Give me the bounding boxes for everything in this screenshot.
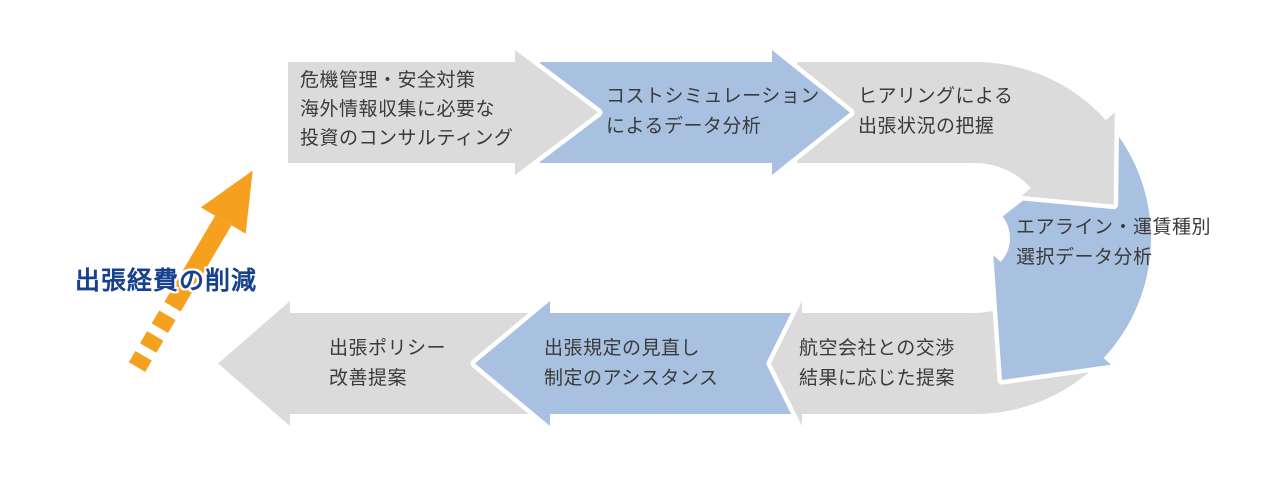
step1-label: 危機管理・安全対策 海外情報収集に必要な 投資のコンサルティング xyxy=(300,66,513,153)
step6-line1: 出張規定の見直し xyxy=(544,338,701,359)
step7-line2: 改善提案 xyxy=(329,368,408,389)
step1-line1: 危機管理・安全対策 xyxy=(300,70,476,91)
step4-label: エアライン・運賃種別 選択データ分析 xyxy=(1016,213,1211,273)
step4-line1: エアライン・運賃種別 xyxy=(1016,217,1212,238)
step3-line1: ヒアリングによる xyxy=(858,86,1014,107)
step5-line1: 航空会社との交渉 xyxy=(799,338,955,359)
step1-line2: 海外情報収集に必要な xyxy=(300,99,496,120)
step3-label: ヒアリングによる 出張状況の把握 xyxy=(858,82,1013,142)
step1-right-arrow xyxy=(283,45,603,180)
result-label: 出張経費の削減 xyxy=(75,267,258,295)
step4-line2: 選択データ分析 xyxy=(1016,247,1153,268)
step2-line1: コストシミュレーション xyxy=(606,86,820,107)
step6-left-arrow xyxy=(470,296,835,431)
step2-label: コストシミュレーション によるデータ分析 xyxy=(606,82,820,142)
step2-right-arrow xyxy=(535,45,855,180)
result-up-arrow xyxy=(128,170,253,372)
step3-right-curve-arrow xyxy=(792,57,1120,210)
step7-left-arrow xyxy=(213,296,575,431)
step1-line3: 投資のコンサルティング xyxy=(300,128,514,149)
step7-label: 出張ポリシー 改善提案 xyxy=(329,334,446,394)
step7-line1: 出張ポリシー xyxy=(329,338,447,359)
step3-line2: 出張状況の把握 xyxy=(858,116,995,137)
step6-label: 出張規定の見直し 制定のアシスタンス xyxy=(544,334,718,394)
step5-label: 航空会社との交渉 結果に応じた提案 xyxy=(799,334,955,394)
step2-line2: によるデータ分析 xyxy=(606,116,762,137)
step6-line2: 制定のアシスタンス xyxy=(544,368,719,389)
step5-line2: 結果に応じた提案 xyxy=(799,368,956,389)
